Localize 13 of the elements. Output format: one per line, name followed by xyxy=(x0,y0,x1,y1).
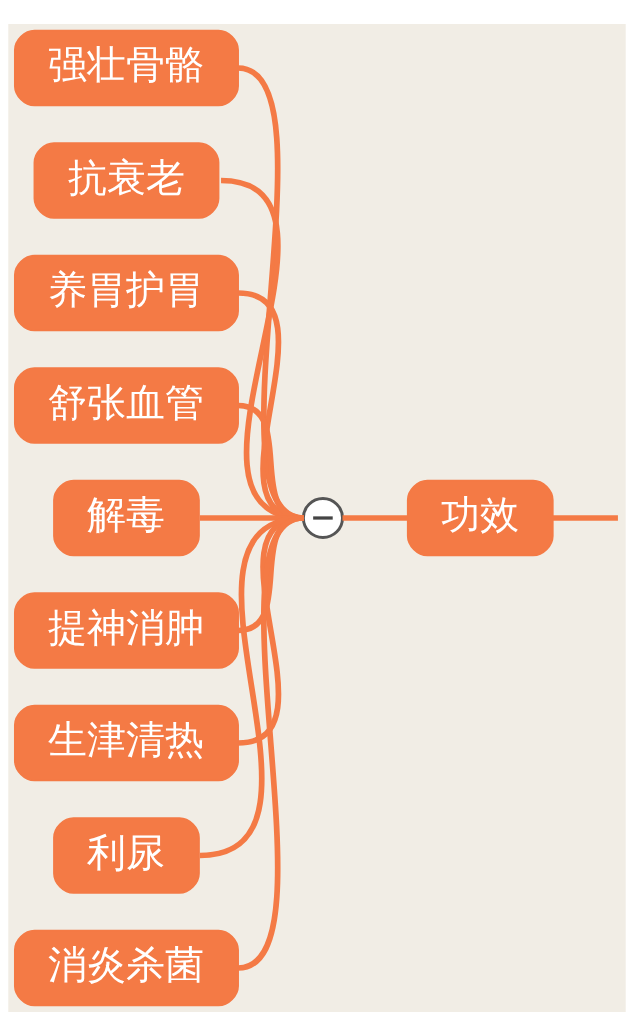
node-box: 舒张血管 xyxy=(14,367,239,444)
node-circle xyxy=(301,496,344,540)
connector xyxy=(342,515,408,521)
connector xyxy=(552,515,618,521)
node-box: 功效 xyxy=(406,479,554,557)
node-box: 抗衰老 xyxy=(33,142,220,219)
node-box: 消炎杀菌 xyxy=(14,929,239,1007)
node-box: 强壮骨骼 xyxy=(14,29,239,107)
node-box: 利尿 xyxy=(53,817,200,894)
node-box: 生津清热 xyxy=(14,704,239,782)
node-box: 解毒 xyxy=(53,479,200,557)
node-box: 养胃护胃 xyxy=(14,254,239,332)
node-box: 提神消肿 xyxy=(14,592,239,669)
